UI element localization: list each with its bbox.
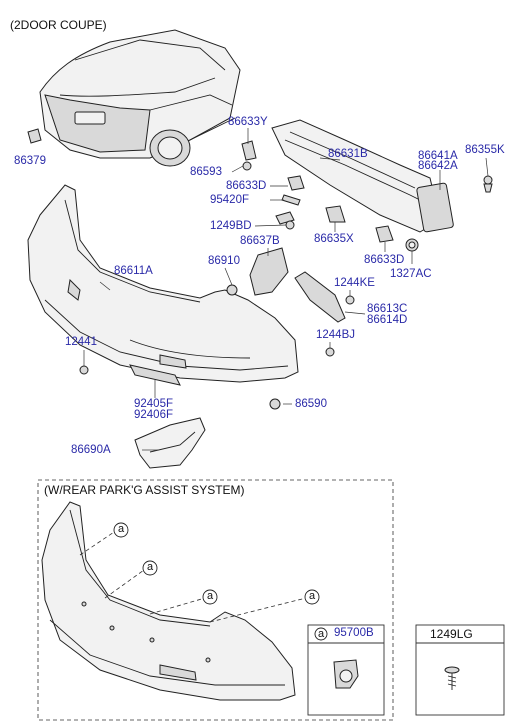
callout-a-3: a	[207, 590, 214, 602]
callout-a-1: a	[118, 523, 125, 535]
part-label-95420f: 95420F	[210, 194, 250, 206]
lower-cover-86690a	[134, 417, 206, 469]
part-label-86613c: 86613C	[367, 303, 408, 315]
part-label-1244bj: 1244BJ	[316, 329, 356, 341]
inset-title: (W/REAR PARK'G ASSIST SYSTEM)	[44, 483, 245, 497]
inset-bumper	[41, 501, 296, 701]
part-label-86633d-b: 86633D	[364, 254, 405, 266]
rear-bumper-86611a	[27, 184, 299, 383]
callout-a-4: a	[309, 590, 316, 602]
part-label-86637b: 86637B	[240, 235, 280, 247]
reflector-part-86379	[27, 128, 42, 144]
inset-frame	[37, 479, 394, 721]
inset-callout-lines	[79, 529, 307, 623]
part-label-92405f: 92405F	[134, 398, 174, 410]
sensor-icon	[333, 659, 359, 689]
part-label-86631b: 86631B	[328, 148, 368, 160]
part-label-86633y: 86633Y	[228, 116, 268, 128]
car-rear-illustration	[27, 29, 241, 167]
part-label-86379: 86379	[14, 155, 46, 167]
back-beam-86631b	[271, 119, 454, 233]
part-label-86593: 86593	[190, 166, 222, 178]
part-label-1327ac: 1327AC	[390, 268, 432, 280]
part-label-86690a: 86690A	[71, 444, 111, 456]
callout-circles	[113, 522, 320, 605]
part-label-86633d-a: 86633D	[226, 180, 267, 192]
part-label-86635x: 86635X	[314, 233, 354, 245]
part-label-86642a: 86642A	[418, 160, 458, 172]
part-label-95700b: 95700B	[334, 627, 374, 639]
part-label-86641a: 86641A	[418, 150, 458, 162]
screw-icon	[444, 666, 460, 690]
small-brackets	[241, 140, 493, 252]
callout-a-2: a	[147, 561, 154, 573]
part-label-86614d: 86614D	[367, 314, 408, 326]
part-label-12441: 12441	[65, 336, 97, 348]
leader-lines	[83, 128, 489, 451]
part-label-1249bd: 1249BD	[210, 220, 252, 232]
side-brackets	[79, 247, 355, 410]
reflector-92405f	[129, 364, 181, 386]
part-label-92406f: 92406F	[134, 409, 174, 421]
part-label-1244ke: 1244KE	[334, 277, 375, 289]
part-label-86611a: 86611A	[114, 265, 153, 277]
part-label-1249lg: 1249LG	[430, 627, 473, 641]
part-label-86590: 86590	[295, 398, 327, 410]
part-label-86910: 86910	[208, 255, 240, 267]
box-1249lg	[415, 624, 505, 716]
part-label-86355k: 86355K	[465, 144, 505, 156]
variant-title: (2DOOR COUPE)	[10, 18, 107, 32]
sensor-box-letter: a	[318, 628, 325, 640]
